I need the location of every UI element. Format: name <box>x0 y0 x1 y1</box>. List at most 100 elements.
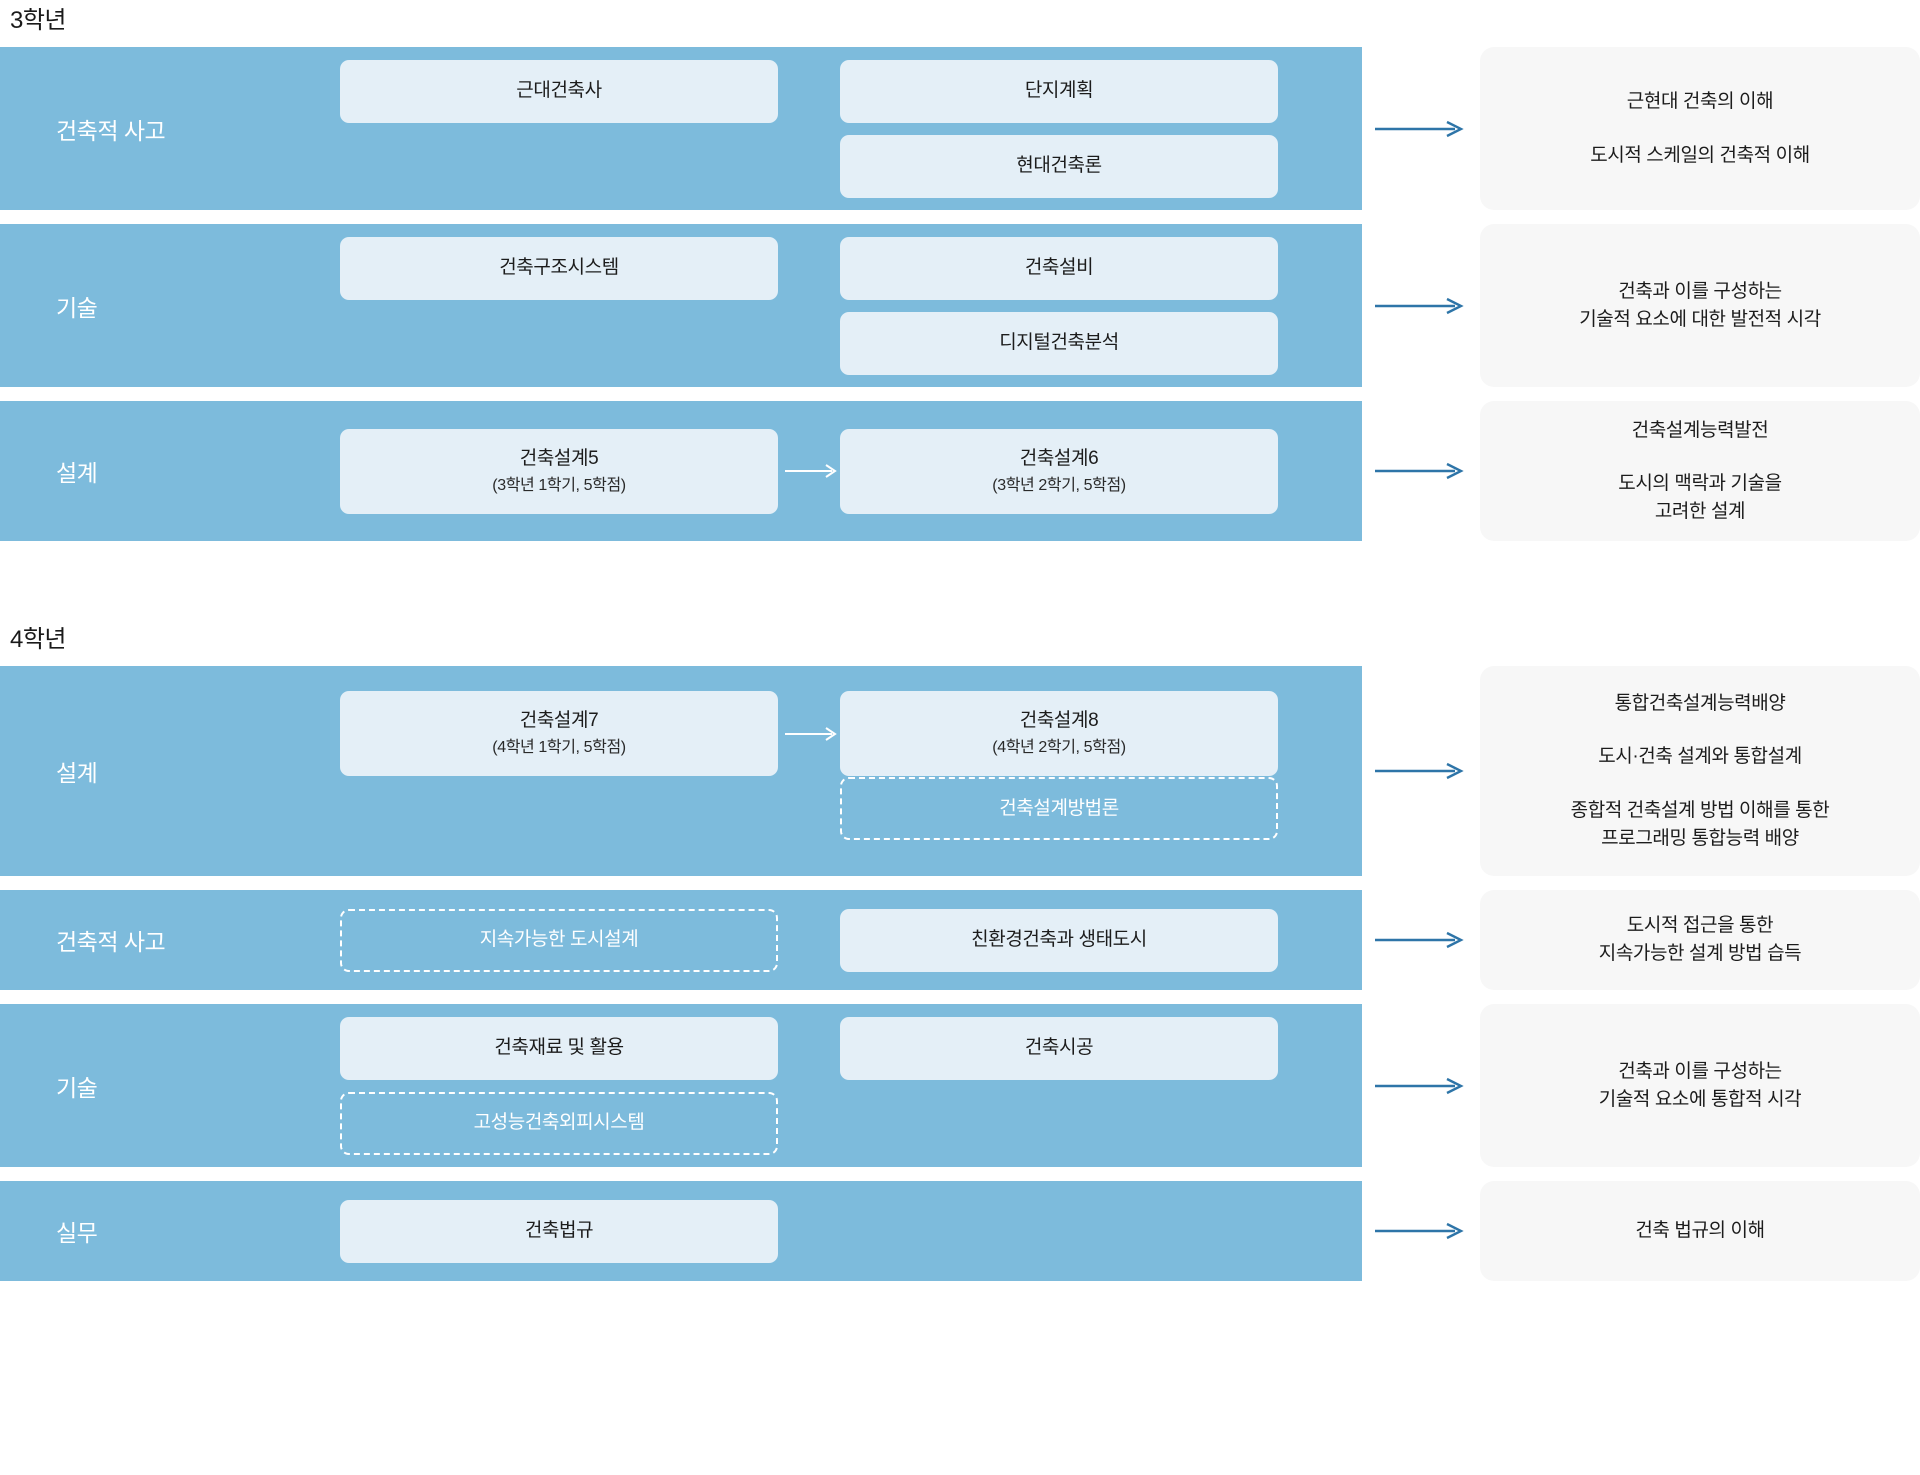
course-group: 건축법규 <box>340 1186 1362 1277</box>
row-spacer <box>0 876 1920 890</box>
course-slot-a: 건축설계7(4학년 1학기, 5학점) <box>340 691 778 776</box>
course-box[interactable]: 건축설계5 (3학년 1학기, 5학점) <box>340 428 778 514</box>
course-slot-b: 건축시공 <box>840 1016 1278 1080</box>
studio-progression-arrow-icon <box>785 726 837 741</box>
course-box[interactable]: 고성능건축외피시스템 <box>340 1091 778 1155</box>
course-title: 건축법규 <box>524 1220 594 1242</box>
course-box[interactable]: 건축구조시스템 <box>340 236 778 300</box>
course-box[interactable]: 건축재료 및 활용 <box>340 1016 778 1080</box>
course-slot-b: 건축설계8 (4학년 2학기, 5학점) <box>840 691 1278 776</box>
course-group: 지속가능한 도시설계 친환경건축과 생태도시 <box>340 895 1362 986</box>
connector-cell <box>1362 1004 1480 1167</box>
outcome-text: 도시적 접근을 통한 지속가능한 설계 방법 습득 <box>1598 915 1802 964</box>
learning-outcome-card: 건축과 이를 구성하는 기술적 요소에 대한 발전적 시각 <box>1480 224 1920 387</box>
course-title: 친환경건축과 생태도시 <box>971 929 1147 951</box>
course-slot-a: 고성능건축외피시스템 <box>340 1091 778 1155</box>
course-box[interactable]: 건축설계8 (4학년 2학기, 5학점) <box>840 691 1278 776</box>
course-slot-b: 건축설비 <box>840 236 1278 300</box>
course-slot-b: 건축설계방법론 <box>840 777 1278 840</box>
course-subtitle: (3학년 2학기, 5학점) <box>992 476 1126 494</box>
outcome-arrow-icon <box>1375 1222 1464 1240</box>
outcome-text: 도시의 맥락과 기술을 고려한 설계 <box>1618 473 1782 522</box>
course-title: 건축설계5 <box>519 447 599 469</box>
course-slot-a: 근대건축사 <box>340 59 778 123</box>
course-line: 건축재료 및 활용 건축시공 <box>340 1016 1362 1080</box>
outcome-arrow-icon <box>1375 297 1464 314</box>
connector-cell <box>1362 224 1480 387</box>
course-line: 디지털건축분석 <box>340 311 1362 375</box>
course-box[interactable]: 건축설계6(3학년 2학기, 5학점) <box>840 428 1278 514</box>
course-title: 건축설계방법론 <box>999 797 1119 819</box>
band-row: 설계 건축설계7(4학년 1학기, 5학점) 건축설계8 (4학년 2학기, 5학점)… <box>0 666 1920 876</box>
course-title: 지속가능한 도시설계 <box>479 929 639 951</box>
course-slot-b: 디지털건축분석 <box>840 311 1278 375</box>
outcome-text: 도시적 스케일의 건축적 이해 <box>1590 144 1810 166</box>
outcome-arrow-icon <box>1375 120 1464 137</box>
course-slot-b: 현대건축론 <box>840 134 1278 198</box>
course-subtitle: (3학년 1학기, 5학점) <box>492 476 626 494</box>
course-title: 건축설계8 <box>1019 710 1099 732</box>
course-box[interactable]: 건축시공 <box>840 1016 1278 1080</box>
category-label: 기술 <box>56 1074 98 1101</box>
course-title: 건축설비 <box>1024 257 1094 279</box>
course-title: 디지털건축분석 <box>999 332 1119 354</box>
course-box[interactable]: 디지털건축분석 <box>840 311 1278 375</box>
course-box[interactable]: 현대건축론 <box>840 134 1278 198</box>
course-slot-b: 단지계획 <box>840 59 1278 123</box>
outcome-arrow-icon <box>1375 931 1464 949</box>
course-slot-a: 건축구조시스템 <box>340 236 778 300</box>
course-box[interactable]: 건축법규 <box>340 1199 778 1263</box>
course-line: 근대건축사 단지계획 <box>340 59 1362 123</box>
course-line: 지속가능한 도시설계 친환경건축과 생태도시 <box>340 908 1362 972</box>
course-box[interactable]: 건축설계방법론 <box>840 777 1278 840</box>
course-box[interactable]: 근대건축사 <box>340 59 778 123</box>
category-label: 건축적 사고 <box>56 117 166 144</box>
course-title: 현대건축론 <box>1016 155 1102 177</box>
course-title: 고성능건축외피시스템 <box>473 1112 645 1134</box>
outcome-arrow-icon <box>1375 1077 1464 1094</box>
course-subtitle: (4학년 2학기, 5학점) <box>992 739 1126 757</box>
course-title: 건축재료 및 활용 <box>494 1037 624 1059</box>
course-box[interactable]: 친환경건축과 생태도시 <box>840 908 1278 972</box>
course-box[interactable]: 건축설비 <box>840 236 1278 300</box>
section-gap <box>0 541 1920 619</box>
course-line: 현대건축론 <box>340 134 1362 198</box>
course-line: 건축설계5 (3학년 1학기, 5학점) 건축설계6(3학년 2학기, 5학점) <box>340 428 1362 514</box>
category-label: 설계 <box>56 760 98 786</box>
studio-progression-arrow-icon <box>785 464 837 478</box>
category-strip: 설계 건축설계7(4학년 1학기, 5학점) 건축설계8 (4학년 2학기, 5학점)… <box>0 666 1362 876</box>
course-line: 고성능건축외피시스템 <box>340 1091 1362 1155</box>
course-slot-a: 건축법규 <box>340 1199 778 1263</box>
outcome-text: 건축과 이를 구성하는 기술적 요소에 대한 발전적 시각 <box>1579 280 1821 330</box>
course-line: 건축구조시스템 건축설비 <box>340 236 1362 300</box>
course-group: 건축설계7(4학년 1학기, 5학점)건축설계8(4학년 2학기, 5학점)건축… <box>340 688 1362 854</box>
course-slot-a: 지속가능한 도시설계 <box>340 908 778 972</box>
course-box[interactable]: 건축설계7(4학년 1학기, 5학점) <box>340 691 778 776</box>
outcome-text: 건축과 이를 구성하는 기술적 요소에 통합적 시각 <box>1598 1060 1802 1110</box>
learning-outcome-card: 건축과 이를 구성하는 기술적 요소에 통합적 시각 <box>1480 1004 1920 1167</box>
course-line: 건축법규 <box>340 1199 1362 1263</box>
outcome-text: 건축 법규의 이해 <box>1635 1220 1765 1242</box>
learning-outcome-card: 도시적 접근을 통한 지속가능한 설계 방법 습득 <box>1480 890 1920 990</box>
course-group: 건축설계5 (3학년 1학기, 5학점) 건축설계6(3학년 2학기, 5학점) <box>340 426 1362 517</box>
course-box[interactable]: 단지계획 <box>840 59 1278 123</box>
outcome-text: 건축설계능력발전 <box>1631 419 1769 441</box>
connector-cell <box>1362 47 1480 210</box>
course-box[interactable]: 지속가능한 도시설계 <box>340 908 778 972</box>
